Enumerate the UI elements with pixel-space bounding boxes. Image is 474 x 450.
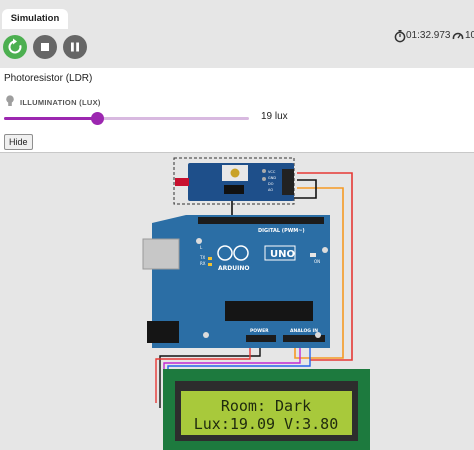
pause-icon [71, 42, 79, 52]
hide-button[interactable]: Hide [4, 134, 33, 150]
board-model: UNO [270, 249, 295, 260]
lcd-line-1: Room: Dark [221, 397, 311, 415]
stopwatch-icon [394, 30, 406, 43]
board-brand: ARDUINO [218, 265, 249, 272]
illumination-slider-thumb[interactable] [90, 112, 104, 125]
lcd-screen [181, 391, 352, 435]
ldr-module[interactable] [173, 157, 295, 205]
circuit-diagram: VCC GND DO AO DIGITAL (PWM~) [142, 157, 370, 450]
speedometer-icon [452, 32, 464, 40]
analog-label: ANALOG IN [290, 328, 318, 334]
digital-label: DIGITAL (PWM~) [258, 228, 305, 234]
usb-port [142, 238, 180, 270]
illumination-slider-fill [4, 117, 98, 120]
sensor-panel: Photoresistor (LDR) ILLUMINATION (LUX) 1… [0, 68, 474, 153]
photoresistor-sensor [175, 178, 189, 186]
power-jack [147, 321, 179, 343]
wires [155, 172, 353, 408]
illumination-label: ILLUMINATION (LUX) [20, 98, 101, 107]
tab-simulation[interactable]: Simulation [2, 9, 68, 29]
lcd-module[interactable] [163, 369, 370, 450]
atmega-chip [225, 301, 313, 321]
lcd-line-2: Lux:19.09 V:3.80 [194, 415, 339, 433]
ldr-pin-label: VCC [268, 170, 276, 174]
analog-header [283, 335, 325, 342]
restart-icon [8, 38, 22, 54]
power-label: POWER [250, 328, 269, 334]
top-toolbar: Simulation 01:32.973 10 [0, 0, 474, 68]
lightbulb-icon [6, 95, 14, 106]
tx-label: TX [199, 255, 205, 260]
elapsed-time: 01:32.973 [406, 30, 451, 41]
restart-button[interactable] [3, 35, 27, 59]
ldr-pin-label: GND [268, 176, 276, 180]
circuit-canvas[interactable]: VCC GND DO AO DIGITAL (PWM~) [0, 153, 474, 450]
rx-label: RX [200, 261, 206, 266]
illumination-slider-track[interactable] [4, 117, 249, 120]
panel-title: Photoresistor (LDR) [4, 73, 93, 84]
power-header [246, 335, 276, 342]
pause-button[interactable] [63, 35, 87, 59]
ldr-pin-label: AO [268, 188, 273, 192]
digital-header [198, 217, 324, 224]
stop-button[interactable] [33, 35, 57, 59]
l-label: L [200, 245, 203, 250]
on-label: ON [314, 259, 320, 264]
illumination-value: 19 lux [261, 111, 288, 122]
arduino-logo [217, 245, 233, 261]
arduino-board[interactable] [142, 215, 330, 348]
stop-icon [41, 43, 49, 51]
simulation-speed: 10 [465, 30, 474, 41]
ldr-pin-label: DO [268, 182, 274, 186]
